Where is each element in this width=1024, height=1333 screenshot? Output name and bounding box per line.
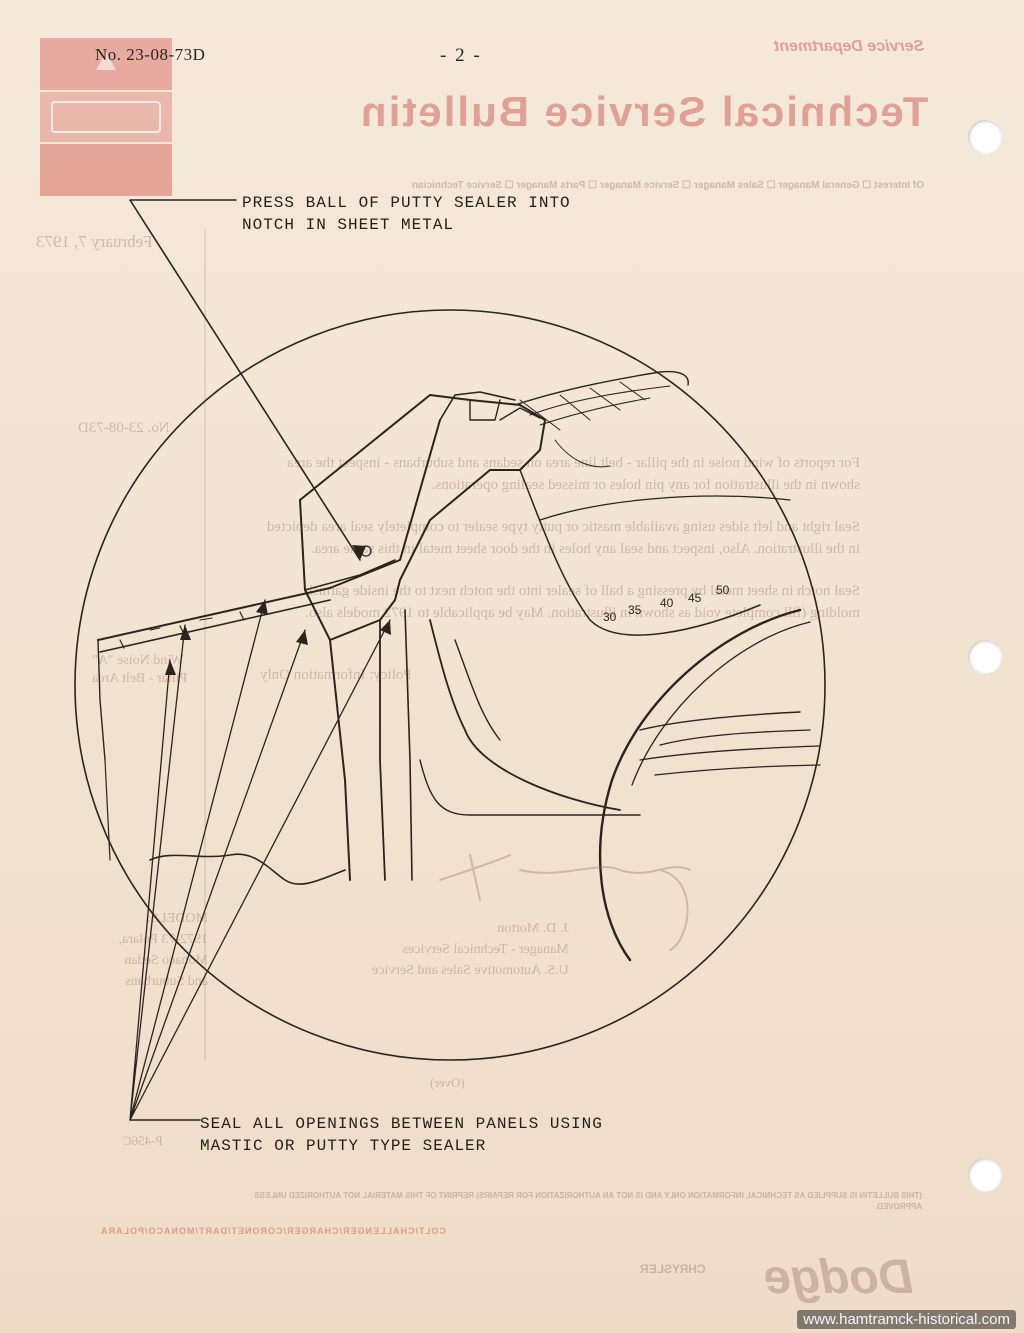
binder-hole: [968, 1158, 1002, 1192]
callout-press-putty: PRESS BALL OF PUTTY SEALER INTO NOTCH IN…: [242, 194, 571, 234]
page-number: - 2 -: [440, 45, 482, 66]
dial-number: 30: [603, 610, 617, 624]
bleed-logo-block: [38, 38, 174, 198]
binder-hole: [968, 640, 1002, 674]
callout-seal-openings: SEAL ALL OPENINGS BETWEEN PANELS USING M…: [200, 1115, 603, 1155]
dial-number: 50: [716, 583, 730, 597]
dodge-logo-icon: [40, 38, 172, 196]
binder-hole: [968, 120, 1002, 154]
dial-number: 35: [628, 603, 642, 617]
dial-number: 45: [688, 591, 702, 605]
bulletin-number: No. 23-08-73D: [95, 45, 206, 64]
dial-number: 40: [660, 596, 674, 610]
site-watermark: www.hamtramck-historical.com: [797, 1310, 1016, 1329]
vignette-circle: [74, 309, 826, 1061]
